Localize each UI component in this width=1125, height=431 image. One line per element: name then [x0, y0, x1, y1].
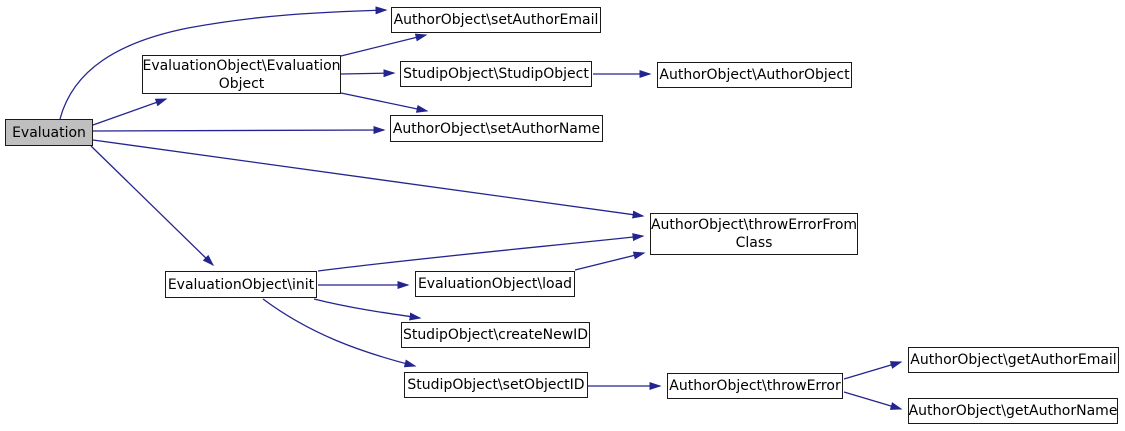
node-set-author-email[interactable]: AuthorObject\setAuthorEmail: [391, 7, 601, 33]
edge-evaluation-to-set-author-name: [92, 126, 386, 135]
node-evaluation[interactable]: Evaluation: [5, 119, 93, 146]
node-set-object-id[interactable]: StudipObject\setObjectID: [404, 372, 588, 398]
edge-evaluation-object-constructor-to-set-author-name: [340, 92, 429, 113]
edge-evaluation-object-constructor-to-set-author-email: [340, 33, 428, 57]
edge-evaluation-to-evaluation-object-constructor: [92, 98, 168, 126]
edge-init-to-create-new-id: [313, 298, 422, 321]
edge-evaluation-to-set-author-email: [59, 6, 388, 120]
edge-init-to-set-object-id: [262, 298, 417, 368]
edge-init-to-throw-error-from-class: [317, 233, 645, 272]
edge-evaluation-to-throw-error-from-class: [92, 139, 645, 219]
node-studip-object-constructor[interactable]: StudipObject\StudipObject: [400, 61, 592, 87]
edge-throw-error-to-get-author-email: [843, 361, 903, 380]
edge-evaluation-object-constructor-to-studip-object-constructor: [340, 69, 396, 78]
node-throw-error[interactable]: AuthorObject\throwError: [667, 373, 843, 399]
node-author-object-constructor[interactable]: AuthorObject\AuthorObject: [657, 62, 852, 88]
edge-load-to-throw-error-from-class: [574, 251, 646, 271]
node-get-author-email[interactable]: AuthorObject\getAuthorEmail: [908, 347, 1119, 373]
edge-evaluation-to-init: [90, 145, 215, 267]
node-evaluation-object-constructor[interactable]: EvaluationObject\Evaluation Object: [142, 55, 341, 94]
node-init[interactable]: EvaluationObject\init: [165, 271, 317, 298]
edge-throw-error-to-get-author-name: [843, 391, 903, 410]
node-set-author-name[interactable]: AuthorObject\setAuthorName: [390, 115, 603, 142]
node-get-author-name[interactable]: AuthorObject\getAuthorName: [908, 398, 1118, 424]
node-load[interactable]: EvaluationObject\load: [415, 271, 575, 297]
node-create-new-id[interactable]: StudipObject\createNewID: [401, 322, 590, 348]
node-throw-error-from-class[interactable]: AuthorObject\throwErrorFrom Class: [650, 213, 858, 255]
